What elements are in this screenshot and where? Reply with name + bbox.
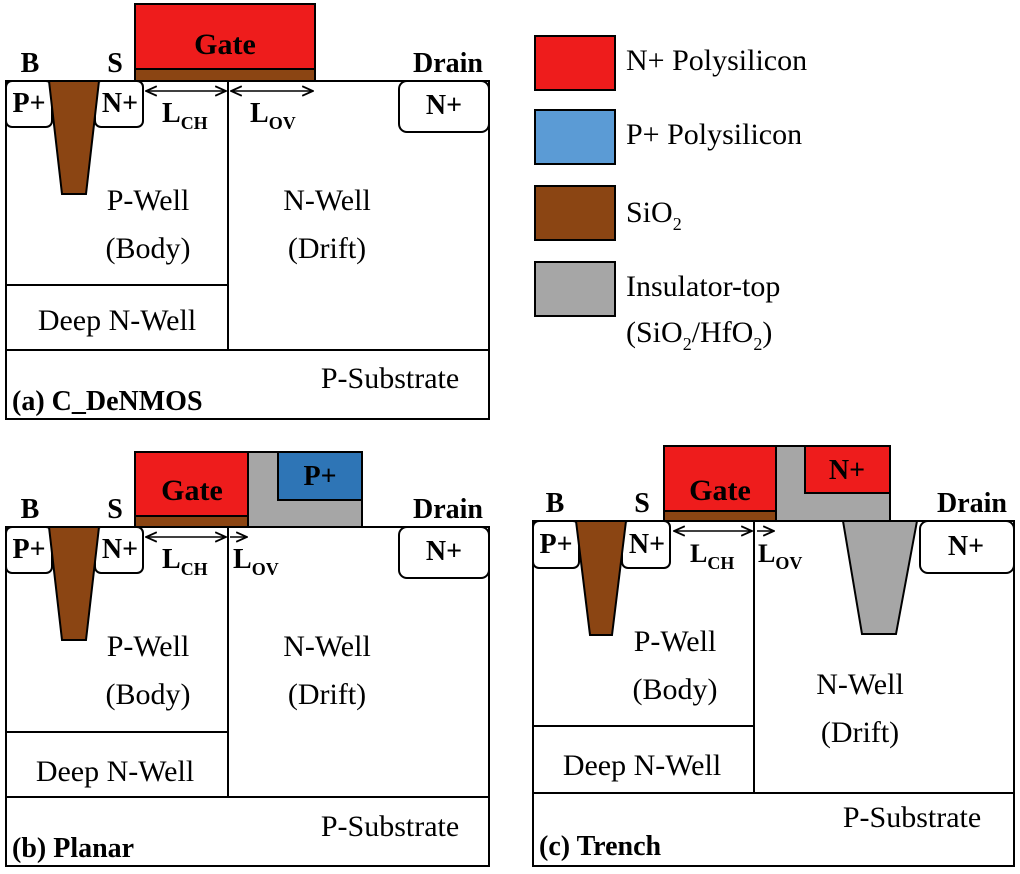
panel-c: Gate N+ B S Drain P+ N+ N+ LCH LOV P-Wel… <box>532 445 1015 867</box>
p-substrate-label-a: P-Substrate <box>321 362 459 395</box>
field-plate-label-b: P+ <box>303 461 336 492</box>
n-plus-source-label-b: N+ <box>102 534 138 565</box>
n-plus-drain-label-a: N+ <box>426 90 462 121</box>
p-well-label-b: P-Well <box>107 630 190 663</box>
drift-label-b: (Drift) <box>288 678 366 711</box>
bulk-terminal-label-b: B <box>21 494 40 525</box>
drain-terminal-label-c: Drain <box>937 488 1007 519</box>
gate-oxide-b <box>134 515 249 528</box>
n-plus-source-label-a: N+ <box>102 88 138 119</box>
sti-oxide-b <box>47 526 101 641</box>
p-plus-label-c: P+ <box>539 529 572 560</box>
p-plus-field-plate-b <box>277 451 363 501</box>
n-plus-drain-region-a <box>398 80 490 133</box>
legend-swatch-p-poly <box>534 109 616 165</box>
overlap-length-label-b: LOV <box>233 544 279 579</box>
caption-a: (a) C_DeNMOS <box>12 386 203 417</box>
legend-swatch-sio2 <box>534 185 616 241</box>
drift-label-c: (Drift) <box>821 716 899 749</box>
legend-swatch-insulator <box>534 261 616 317</box>
deep-n-well-label-b: Deep N-Well <box>36 755 194 788</box>
n-plus-source-label-c: N+ <box>629 529 665 560</box>
sti-oxide-a <box>47 80 101 195</box>
drain-terminal-label-b: Drain <box>413 494 483 525</box>
p-plus-label-a: P+ <box>12 88 45 119</box>
overlap-length-label-c: LOV <box>758 539 802 573</box>
legend-label-insulator-line1: Insulator-top <box>626 270 780 303</box>
n-plus-drain-label-b: N+ <box>426 536 462 567</box>
gate-poly-a <box>134 3 316 70</box>
bulk-terminal-label-a: B <box>21 48 40 79</box>
gate-poly-b <box>134 451 249 517</box>
gate-label-a: Gate <box>194 28 256 61</box>
gate-oxide-a <box>134 68 316 82</box>
p-well-label-a: P-Well <box>107 184 190 217</box>
sti-oxide-c <box>574 520 628 636</box>
gate-label-c: Gate <box>689 474 751 507</box>
channel-length-label-a: LCH <box>162 98 208 133</box>
deep-n-well-label-a: Deep N-Well <box>38 304 196 337</box>
legend: N+ Polysilicon P+ Polysilicon SiO2 Insul… <box>534 35 807 354</box>
trench-overlay-c <box>841 520 919 635</box>
p-well-label-c: P-Well <box>634 625 717 658</box>
legend-label-p-poly: P+ Polysilicon <box>626 118 802 151</box>
source-terminal-label-a: S <box>107 48 123 79</box>
body-label-c: (Body) <box>633 673 718 706</box>
n-plus-drain-region-c <box>919 520 1015 574</box>
drift-label-a: (Drift) <box>288 232 366 265</box>
field-plate-label-c: N+ <box>829 455 865 486</box>
n-plus-field-plate-c <box>804 445 891 494</box>
p-plus-label-b: P+ <box>12 534 45 565</box>
n-well-label-a: N-Well <box>283 184 371 217</box>
n-plus-drain-region-b <box>398 526 490 579</box>
source-terminal-label-b: S <box>107 494 123 525</box>
body-label-b: (Body) <box>106 678 191 711</box>
legend-swatch-n-poly <box>534 35 616 91</box>
p-substrate-label-c: P-Substrate <box>843 801 981 834</box>
body-label-a: (Body) <box>106 232 191 265</box>
n-well-label-b: N-Well <box>283 630 371 663</box>
legend-label-sio2: SiO2 <box>626 196 682 234</box>
n-well-label-c: N-Well <box>816 668 904 701</box>
legend-label-n-poly: N+ Polysilicon <box>626 44 807 77</box>
p-substrate-label-b: P-Substrate <box>321 810 459 843</box>
gate-label-b: Gate <box>161 474 223 507</box>
panel-a: Gate B S Drain P+ N+ N+ LCH LOV P-Well (… <box>5 3 490 420</box>
gate-oxide-c <box>663 510 777 522</box>
source-terminal-label-c: S <box>634 488 650 519</box>
panel-b: Gate P+ B S Drain P+ N+ N+ LCH LOV P-Wel… <box>5 451 490 867</box>
caption-c: (c) Trench <box>539 831 662 862</box>
overlap-length-label-a: LOV <box>250 98 296 133</box>
caption-b: (b) Planar <box>12 833 134 864</box>
channel-length-label-b: LCH <box>162 544 208 579</box>
legend-label-insulator-line2: (SiO2/HfO2) <box>626 316 772 354</box>
bulk-terminal-label-c: B <box>546 488 565 519</box>
drain-terminal-label-a: Drain <box>413 48 483 79</box>
deep-n-well-label-c: Deep N-Well <box>563 749 721 782</box>
n-plus-drain-label-c: N+ <box>948 531 984 562</box>
channel-length-label-c: LCH <box>690 539 734 573</box>
